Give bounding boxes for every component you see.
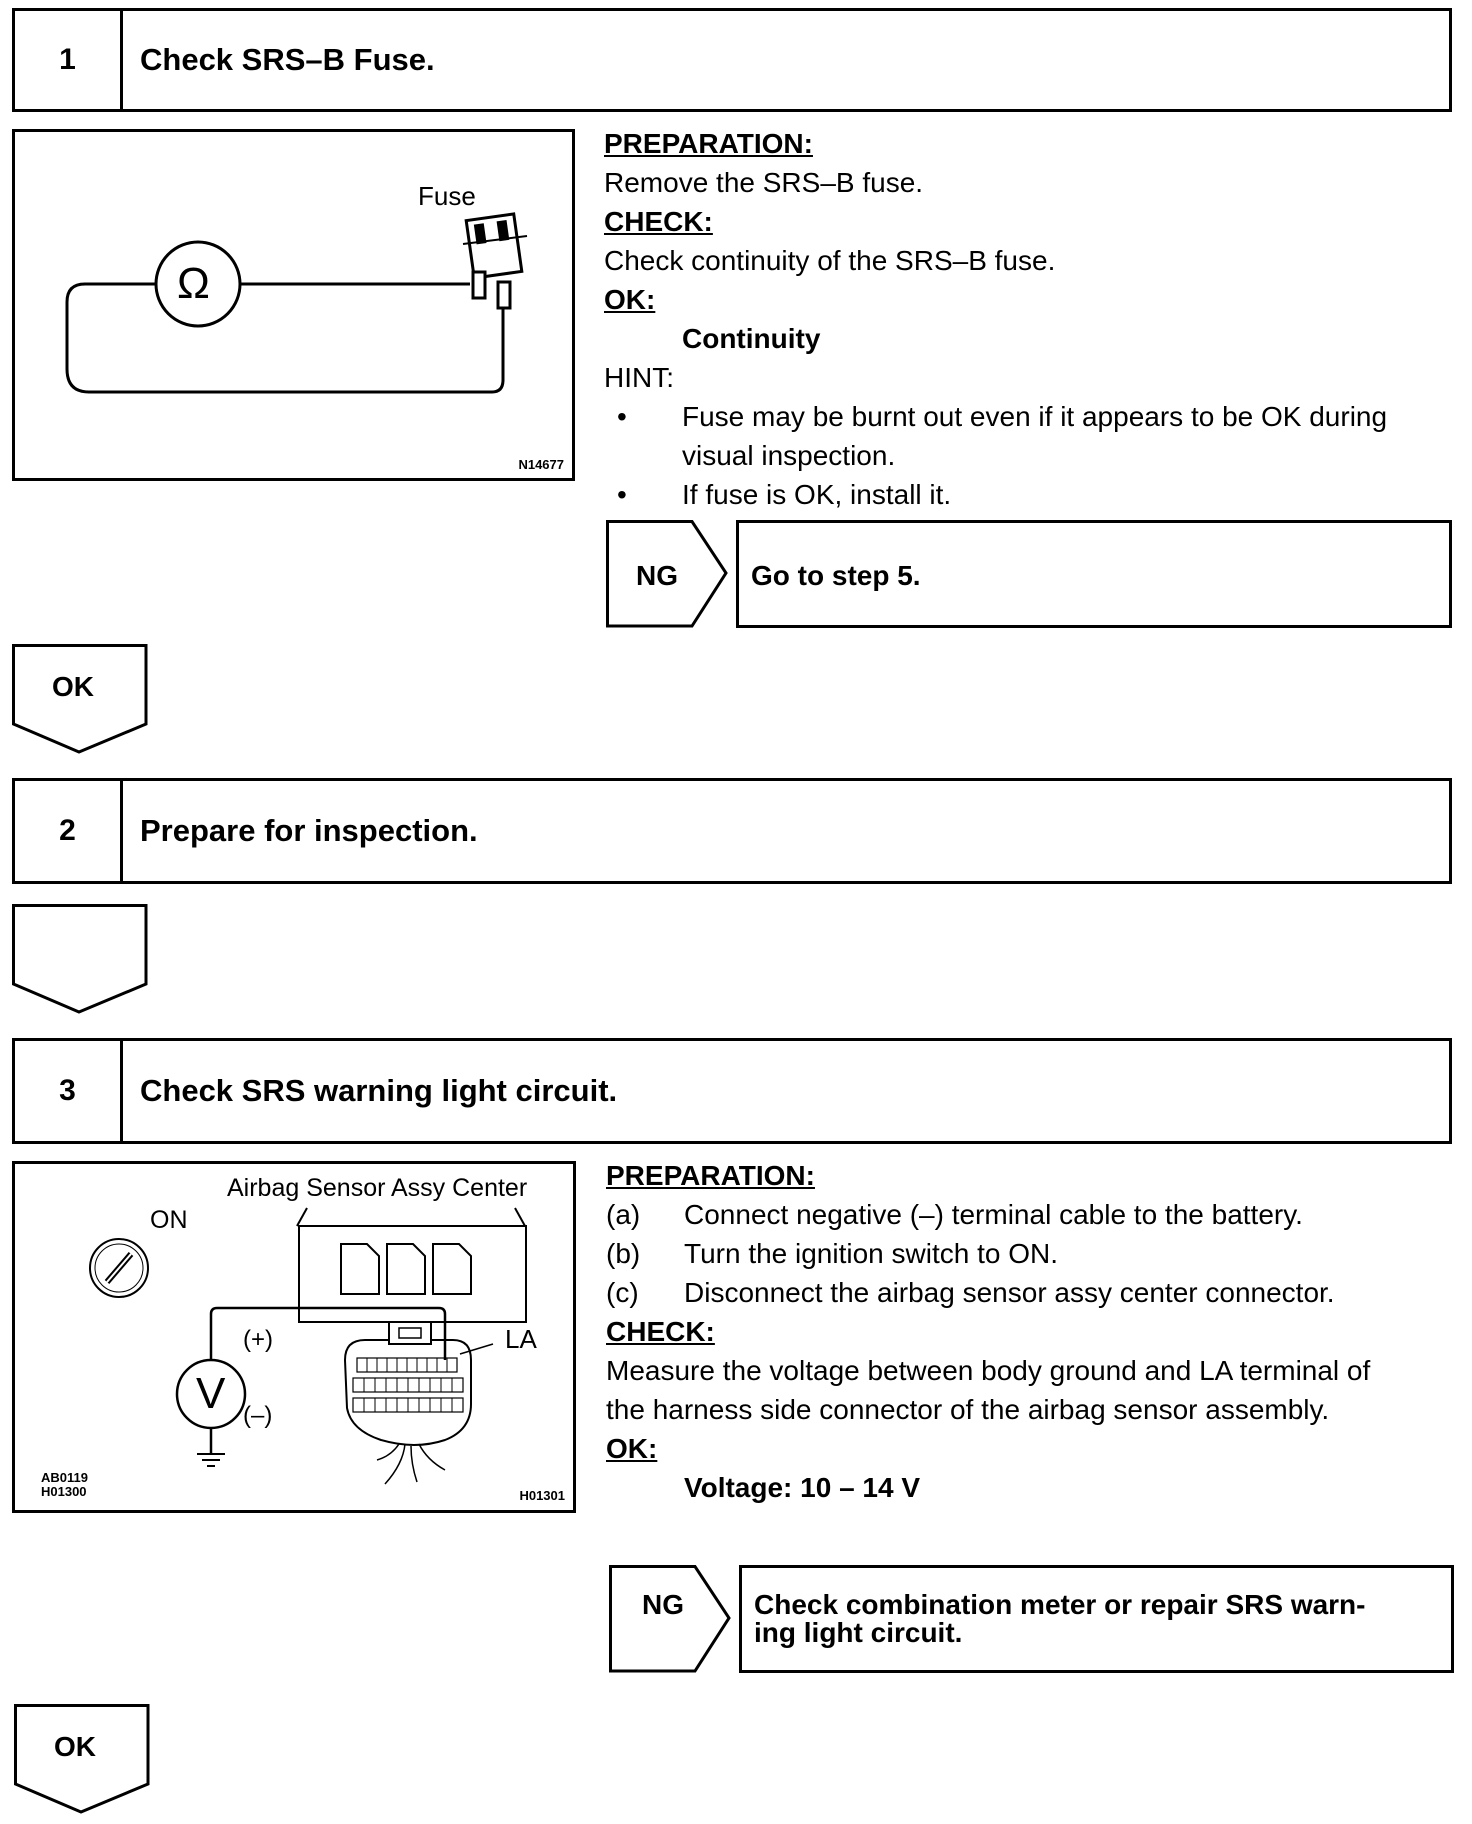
prep-marker: (b) <box>606 1238 641 1269</box>
step-title: Prepare for inspection. <box>140 813 478 848</box>
switch-label: ON <box>150 1206 188 1234</box>
ok-arrow-shape <box>14 1704 150 1814</box>
ng-action-line: ing light circuit. <box>754 1617 963 1648</box>
prep-item: Turn the ignition switch to ON. <box>684 1238 1059 1269</box>
ok-heading: OK: <box>604 284 656 315</box>
step-1-header: 1 Check SRS–B Fuse. <box>12 8 1452 112</box>
ng-label: NG <box>636 560 678 591</box>
meter-symbol: Ω <box>177 259 210 308</box>
ng-arrow-shape <box>606 520 728 628</box>
fuse-icon <box>462 212 528 310</box>
preparation-text: Remove the SRS–B fuse. <box>604 167 924 198</box>
ohmmeter-circuit-diagram <box>65 212 528 394</box>
ok-arrow-shape <box>12 644 148 754</box>
ok-label: OK <box>52 671 94 702</box>
step-number: 1 <box>15 11 123 109</box>
ng-action-line: Check combination meter or repair SRS wa… <box>754 1589 1366 1620</box>
prep-marker: (c) <box>606 1277 639 1308</box>
check-line: the harness side connector of the airbag… <box>606 1394 1330 1425</box>
step-2-header: 2 Prepare for inspection. <box>12 778 1452 884</box>
step-number: 2 <box>15 781 123 881</box>
figure-code: AB0119 <box>41 1470 88 1485</box>
airbag-sensor-icon <box>296 1207 527 1323</box>
step-number: 3 <box>15 1041 123 1141</box>
hint-bullet: • <box>617 401 627 432</box>
fuse-continuity-figure: Ω Fuse N14677 <box>12 129 575 481</box>
check-heading: CHECK: <box>606 1316 715 1347</box>
ok-value: Voltage: 10 – 14 V <box>684 1472 921 1503</box>
ignition-switch-icon <box>89 1238 149 1298</box>
ok-heading: OK: <box>606 1433 658 1464</box>
continue-arrow-shape <box>12 904 148 1014</box>
ohmmeter-icon <box>154 240 242 328</box>
hint-line: Fuse may be burnt out even if it appears… <box>682 401 1388 432</box>
harness-connector-icon <box>343 1321 472 1485</box>
prep-marker: (a) <box>606 1199 641 1230</box>
hint-line: If fuse is OK, install it. <box>682 479 952 510</box>
check-line: Measure the voltage between body ground … <box>606 1355 1371 1386</box>
voltage-check-figure: Airbag Sensor Assy Center ON V (+) (–) L… <box>12 1161 576 1513</box>
hint-bullet: • <box>617 479 627 510</box>
ok-value: Continuity <box>682 323 821 354</box>
fuse-label: Fuse <box>418 181 476 211</box>
prep-item: Connect negative (–) terminal cable to t… <box>684 1199 1303 1230</box>
preparation-heading: PREPARATION: <box>606 1160 815 1191</box>
terminal-label: LA <box>505 1324 537 1354</box>
step-title: Check SRS warning light circuit. <box>140 1073 618 1108</box>
figure-code: H01301 <box>519 1488 565 1503</box>
voltmeter-symbol: V <box>196 1369 226 1418</box>
check-heading: CHECK: <box>604 206 713 237</box>
voltmeter-circuit-diagram <box>89 1207 527 1485</box>
preparation-heading: PREPARATION: <box>604 128 813 159</box>
ng-label: NG <box>642 1589 684 1620</box>
ng-action-text: Go to step 5. <box>751 560 921 591</box>
minus-label: (–) <box>243 1402 273 1429</box>
ok-label: OK <box>54 1731 96 1762</box>
plus-label: (+) <box>243 1326 273 1353</box>
check-text: Check continuity of the SRS–B fuse. <box>604 245 1056 276</box>
step-title: Check SRS–B Fuse. <box>140 42 435 77</box>
ground-icon <box>197 1428 225 1467</box>
figure-code: N14677 <box>518 457 564 472</box>
ng-action-box: Check combination meter or repair SRS wa… <box>739 1565 1454 1673</box>
sensor-label: Airbag Sensor Assy Center <box>227 1174 528 1202</box>
hint-line: visual inspection. <box>682 440 896 471</box>
prep-item: Disconnect the airbag sensor assy center… <box>684 1277 1335 1308</box>
step-3-header: 3 Check SRS warning light circuit. <box>12 1038 1452 1144</box>
ng-arrow-shape <box>609 1565 731 1673</box>
figure-code: H01300 <box>41 1484 87 1499</box>
hint-heading: HINT: <box>604 362 674 393</box>
ng-action-box: Go to step 5. <box>736 520 1452 628</box>
